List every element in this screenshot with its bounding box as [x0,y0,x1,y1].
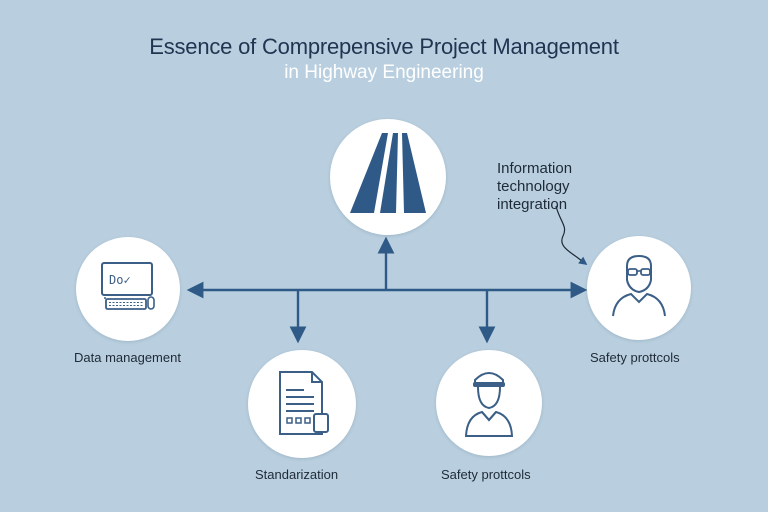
annotation-line-2: technology [497,178,570,195]
standardization-node [248,350,356,458]
computer-icon: Do✓ [101,262,155,310]
data-management-node: Do✓ [76,237,180,341]
road-icon [350,133,426,213]
road-node [330,119,446,235]
safety-person-node [587,236,691,340]
annotation-arrow [555,205,588,266]
document-icon [279,371,329,435]
hardhat-worker-icon [464,372,514,437]
annotation-line-3: integration [497,196,568,213]
annotation-line-1: Information [497,160,573,177]
it-integration-annotation: Information technology integration [497,160,572,214]
safety-worker-node [436,350,542,456]
person-glasses-icon [612,254,666,317]
diagram-title: Essence of Comprepensive Project Managem… [149,34,619,59]
safety-person-label: Safety prottcols [590,350,680,365]
diagram-subtitle: in Highway Engineering [284,62,484,83]
screen-text: Do✓ [109,273,131,287]
standardization-label: Standarization [255,467,339,482]
data-management-label: Data management [74,350,181,365]
safety-worker-label: Safety prottcols [441,467,531,482]
